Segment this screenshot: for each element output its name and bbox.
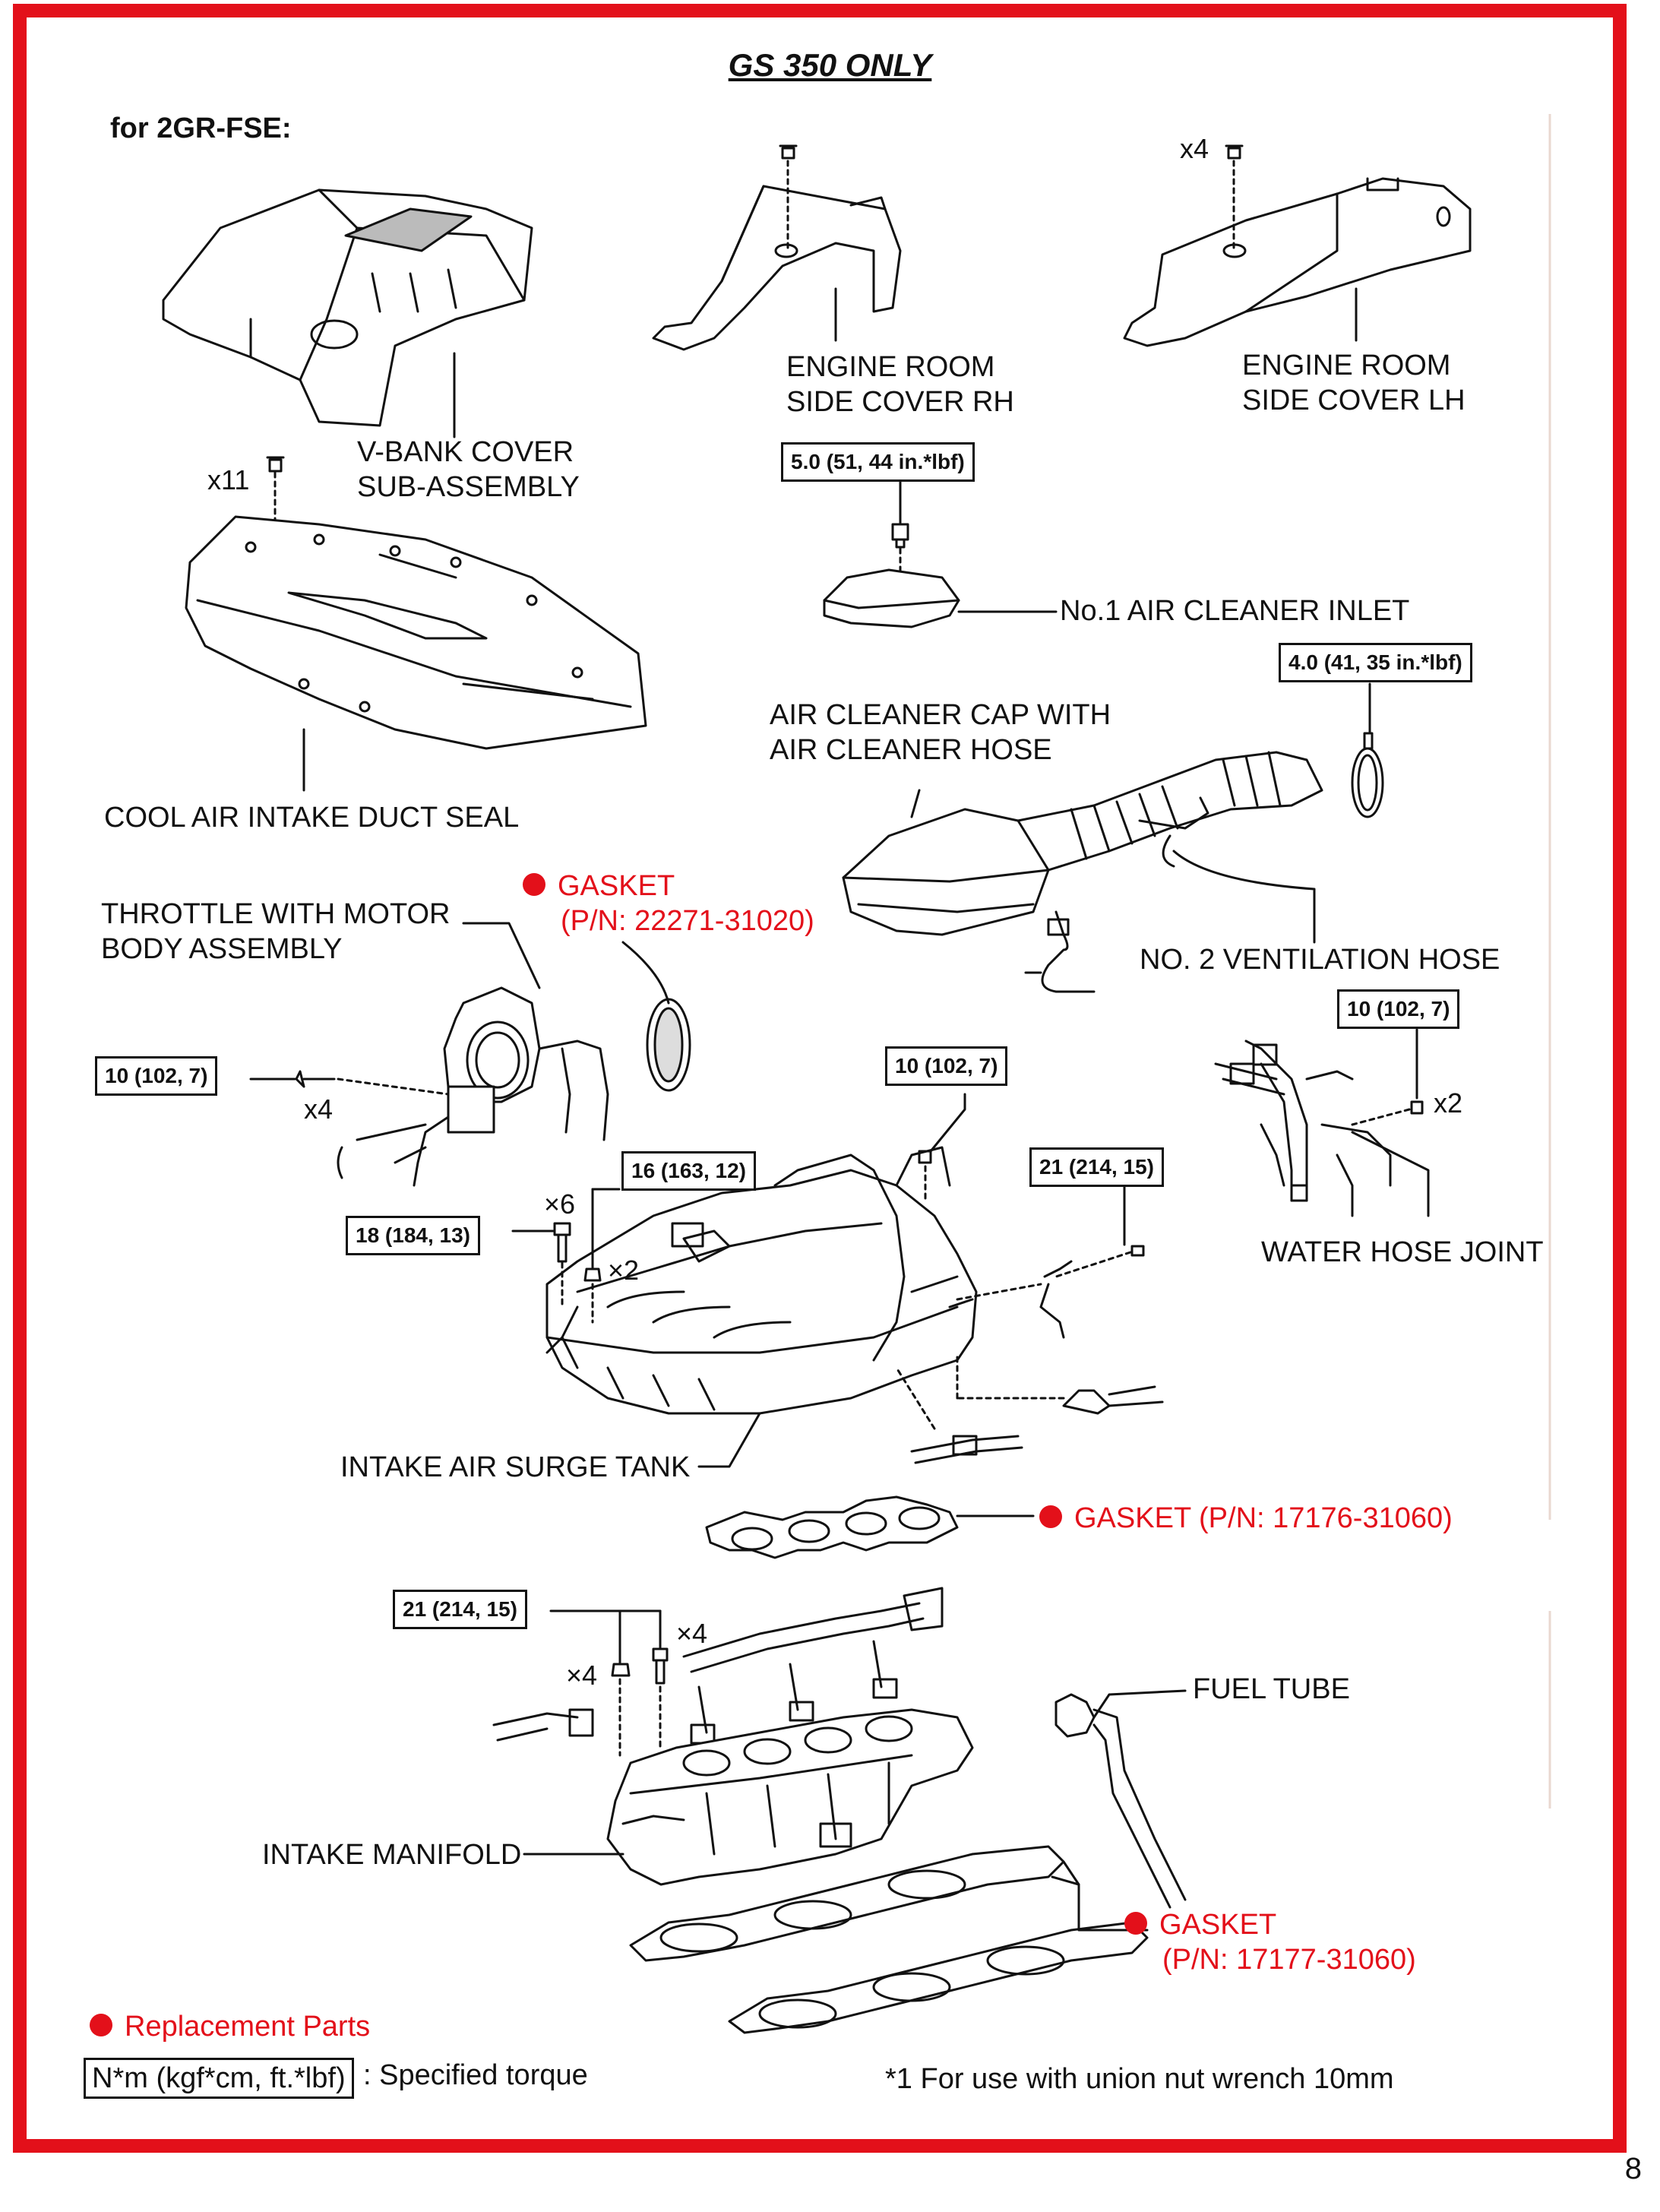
manifold-nut-drawing: [611, 1609, 631, 1757]
air-cleaner-inlet-drawing: [823, 568, 960, 628]
torque-surge-tank-bracket: 21 (214, 15): [1029, 1147, 1164, 1187]
surge-hose-drawing: [895, 1351, 1164, 1464]
leader-line: [697, 1412, 761, 1468]
legend-torque-unit: N*m (kgf*cm, ft.*lbf): [84, 2058, 354, 2099]
leader-line: [910, 789, 921, 818]
torque-water-hose-joint: 10 (102, 7): [1337, 989, 1460, 1029]
throttle-body-drawing: [337, 986, 609, 1187]
side-cover-lh-drawing: [1123, 177, 1472, 347]
qty-surge-bolt: ×6: [544, 1188, 576, 1220]
surge-bracket-drawing: [956, 1184, 1145, 1339]
replacement-dot: [90, 2013, 112, 2036]
qty-water-hose-joint: x2: [1434, 1087, 1463, 1119]
qty-lh-cover: x4: [1180, 133, 1209, 164]
fuel-tube-drawing: [1054, 1693, 1187, 1909]
label-no1-air-cleaner-inlet: No.1 AIR CLEANER INLET: [1060, 595, 1410, 627]
torque-surge-tank-stud: 10 (102, 7): [885, 1046, 1008, 1086]
torque-surge-tank-nut: 16 (163, 12): [621, 1151, 756, 1191]
label-intake-air-surge-tank: INTAKE AIR SURGE TANK: [340, 1451, 691, 1483]
torque-intake-manifold: 21 (214, 15): [393, 1590, 527, 1629]
manifold-gasket-drawing: [629, 1845, 1149, 2034]
legend-torque-desc: : Specified torque: [363, 2059, 588, 2091]
replacement-dot: [1039, 1505, 1062, 1528]
intake-manifold-drawing: [606, 1708, 974, 1886]
label-fuel-tube: FUEL TUBE: [1193, 1673, 1350, 1705]
leader-line: [1051, 1875, 1080, 1886]
label-no2-ventilation-hose: NO. 2 VENTILATION HOSE: [1140, 944, 1500, 976]
label-water-hose-joint: WATER HOSE JOINT: [1261, 1236, 1544, 1268]
water-hose-joint-drawing: [1214, 1040, 1392, 1217]
surge-nut-drawing: [583, 1188, 621, 1324]
page-title: GS 350 ONLY: [728, 47, 932, 83]
leader-line: [1092, 1689, 1187, 1719]
side-cover-rh-drawing: [652, 185, 902, 351]
surge-bolt-drawing: [511, 1222, 571, 1309]
torque-hose-clamp: 4.0 (41, 35 in.*lbf): [1279, 643, 1472, 682]
gasket-manifold-label: GASKET (P/N: 17177-31060): [1124, 1907, 1416, 1977]
qty-throttle: x4: [304, 1093, 334, 1125]
harness-drawing: [492, 1587, 944, 1745]
duct-seal-drawing: [185, 515, 647, 750]
surge-tank-drawing: [545, 1146, 978, 1415]
torque-air-cleaner-inlet: 5.0 (51, 44 in.*lbf): [781, 442, 975, 482]
replacement-dot: [523, 872, 545, 896]
leader-line: [462, 922, 541, 989]
qty-manifold-nut: ×4: [566, 1660, 598, 1691]
qty-surge-nut: ×2: [608, 1255, 640, 1286]
label-cool-air-duct-seal: COOL AIR INTAKE DUCT SEAL: [104, 802, 520, 834]
replacement-dot: [1124, 1911, 1147, 1935]
leader-line: [621, 941, 670, 1005]
qty-duct-seal: x11: [207, 464, 250, 495]
throttle-gasket-drawing: [646, 998, 691, 1092]
surge-stud-drawing: [918, 1093, 966, 1202]
manifold-bolt-drawing: [652, 1609, 669, 1749]
leader-line: [1062, 1860, 1149, 1932]
leader-line: [1172, 850, 1316, 944]
torque-surge-tank-bolt: 18 (184, 13): [346, 1216, 480, 1255]
surge-tank-gasket-drawing: [705, 1495, 959, 1559]
qty-manifold-bolt: ×4: [676, 1618, 708, 1649]
lh-cover-bolt: [1225, 144, 1244, 251]
label-intake-manifold: INTAKE MANIFOLD: [262, 1839, 522, 1871]
red-frame: [13, 4, 1627, 2153]
throttle-bolt-drawing: [249, 1070, 450, 1096]
engine-subtitle: for 2GR-FSE:: [110, 112, 292, 144]
page-number: 8: [1624, 2152, 1642, 2185]
rh-cover-bolt: [779, 144, 798, 251]
legend-note: *1 For use with union nut wrench 10mm: [885, 2063, 1394, 2095]
gasket-surge-tank-label: GASKET (P/N: 17176-31060): [1039, 1501, 1453, 1536]
air-cleaner-cap-drawing: [842, 751, 1323, 993]
legend-replacement: Replacement Parts: [90, 2009, 370, 2044]
water-hose-bolt-drawing: [1351, 1028, 1424, 1126]
hose-clamp-drawing: [1351, 732, 1384, 818]
gasket-throttle-label: GASKET (P/N: 22271-31020): [523, 869, 814, 938]
v-bank-cover-drawing: [162, 188, 533, 427]
torque-throttle-bolt: 10 (102, 7): [95, 1056, 218, 1096]
leader-line: [1351, 1131, 1430, 1217]
